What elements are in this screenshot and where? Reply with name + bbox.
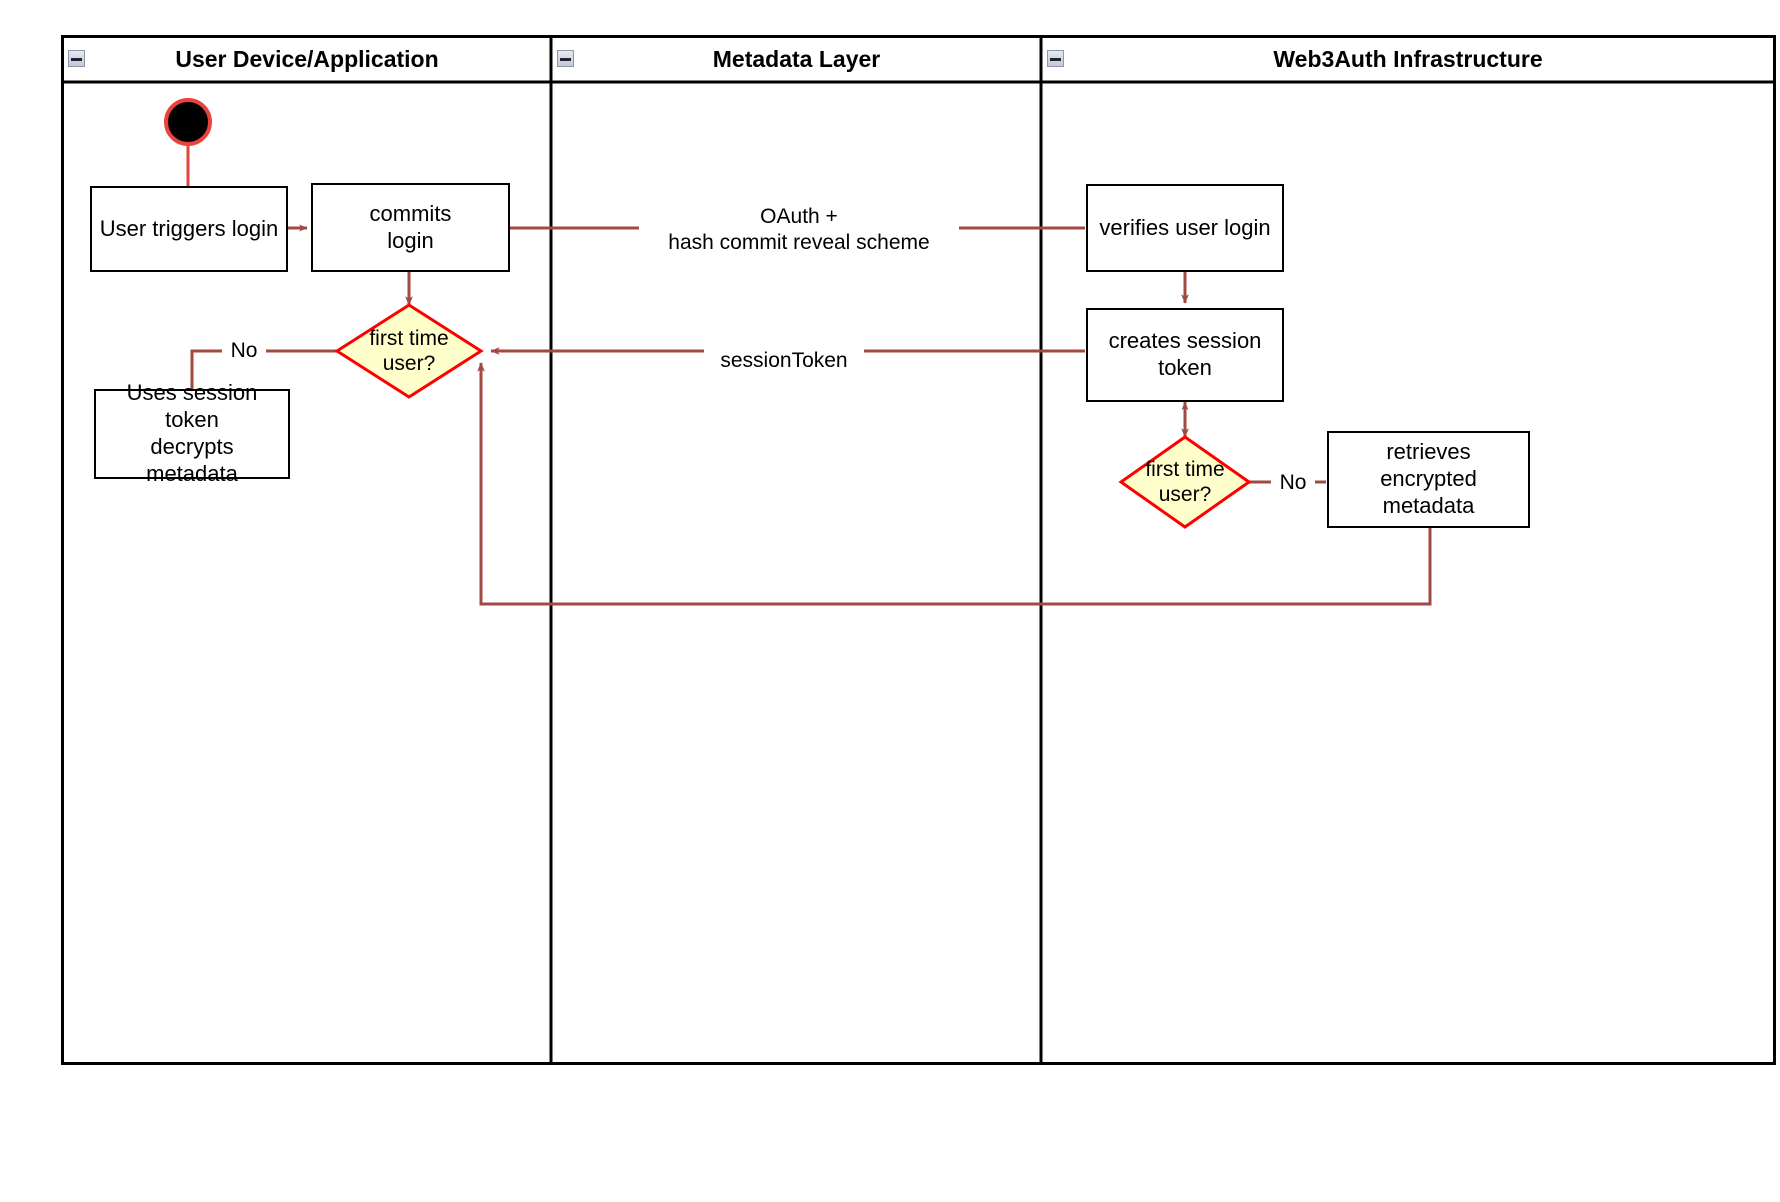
node-retrieves-encrypted-metadata[interactable]: retrieves encrypted metadata	[1327, 431, 1530, 528]
collapse-icon-user-device[interactable]	[68, 50, 85, 67]
lane-title-web3auth: Web3Auth Infrastructure	[1273, 46, 1543, 72]
start-node	[164, 98, 212, 146]
node-uses-session-token[interactable]: Uses session token decrypts metadata	[94, 380, 290, 486]
node-verifies-user-login[interactable]: verifies user login	[1086, 184, 1284, 272]
node-commits-login[interactable]: commits login	[311, 183, 510, 272]
edge-label-oauth-line1: OAuth +	[639, 204, 959, 231]
edge-decision-left-to-uses-session-token	[190, 349, 337, 389]
node-creates-session-token[interactable]: creates session token	[1086, 308, 1284, 402]
collapse-icon-metadata-layer[interactable]	[557, 50, 574, 67]
decision-label-first-time-user-left: first time user?	[369, 326, 449, 375]
lane-title-user-device: User Device/Application	[175, 46, 439, 72]
decision-label-right-wrap[interactable]: first time user?	[1121, 437, 1249, 527]
edge-label-no-right: No	[1271, 470, 1315, 497]
edge-retrieves-metadata-return-to-decision-left	[477, 362, 1432, 606]
node-user-triggers-login[interactable]: User triggers login	[90, 186, 288, 272]
edge-label-oauth-line2: hash commit reveal scheme	[639, 230, 959, 257]
collapse-icon-web3auth[interactable]	[1047, 50, 1064, 67]
swimlane-pool-outline	[61, 35, 1776, 1065]
edge-label-no-left: No	[222, 338, 266, 365]
edge-label-session-token: sessionToken	[704, 348, 864, 375]
decision-label-left-wrap[interactable]: first time user?	[337, 305, 481, 397]
decision-first-time-user-right	[1118, 435, 1252, 529]
lane-title-metadata-layer: Metadata Layer	[712, 46, 881, 72]
decision-label-first-time-user-right: first time user?	[1145, 457, 1225, 506]
decision-first-time-user-left	[334, 303, 484, 399]
